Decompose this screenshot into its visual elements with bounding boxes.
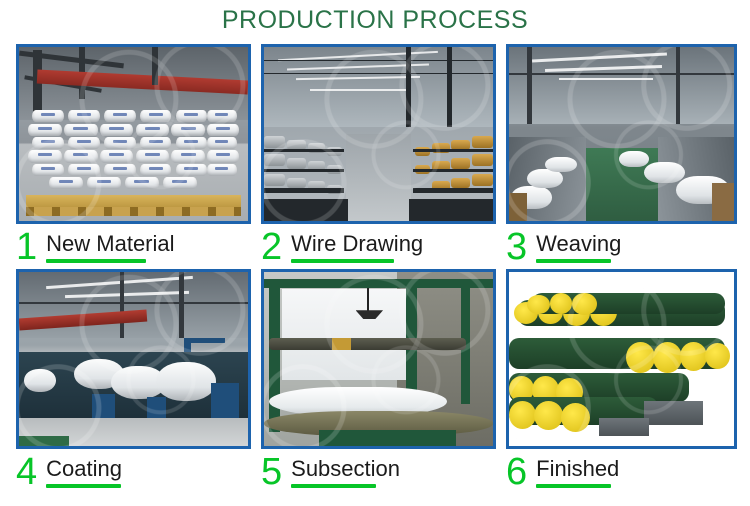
process-step-6: 6 Finished <box>506 269 737 497</box>
step-1-number: 1 <box>16 226 38 268</box>
step-6-underline <box>536 484 612 488</box>
process-step-3: 3 Weaving <box>506 44 737 272</box>
step-6-caption: 6 Finished <box>506 453 737 497</box>
step-5-label: Subsection <box>291 456 400 481</box>
step-3-caption: 3 Weaving <box>506 228 737 272</box>
step-3-photo-weaving <box>506 44 737 224</box>
step-2-caption: 2 Wire Drawing <box>261 228 496 272</box>
step-4-underline <box>46 484 122 488</box>
step-4-label: Coating <box>46 456 122 481</box>
step-6-number: 6 <box>506 451 528 493</box>
step-3-label: Weaving <box>536 231 622 256</box>
step-5-underline <box>291 484 377 488</box>
step-2-number: 2 <box>261 226 283 268</box>
step-3-number: 3 <box>506 226 528 268</box>
step-4-photo-coating <box>16 269 251 449</box>
step-1-caption: 1 New Material <box>16 228 251 272</box>
step-2-underline <box>291 259 395 263</box>
step-1-label: New Material <box>46 231 175 256</box>
step-5-photo-subsection <box>261 269 496 449</box>
process-step-4: 4 Coating <box>16 269 251 497</box>
step-2-photo-wire-drawing <box>261 44 496 224</box>
step-4-number: 4 <box>16 451 38 493</box>
step-5-number: 5 <box>261 451 283 493</box>
step-5-caption: 5 Subsection <box>261 453 496 497</box>
process-steps-grid: 1 New Material <box>0 44 750 506</box>
page-title: PRODUCTION PROCESS <box>221 6 529 34</box>
step-6-photo-finished <box>506 269 737 449</box>
process-step-2: 2 Wire Drawing <box>261 44 496 272</box>
step-3-underline <box>536 259 612 263</box>
process-step-5: 5 Subsection <box>261 269 496 497</box>
process-step-1: 1 New Material <box>16 44 251 272</box>
step-1-underline <box>46 259 147 263</box>
step-4-caption: 4 Coating <box>16 453 251 497</box>
step-6-label: Finished <box>536 456 620 481</box>
step-2-label: Wire Drawing <box>291 231 424 256</box>
step-1-photo-new-material <box>16 44 251 224</box>
